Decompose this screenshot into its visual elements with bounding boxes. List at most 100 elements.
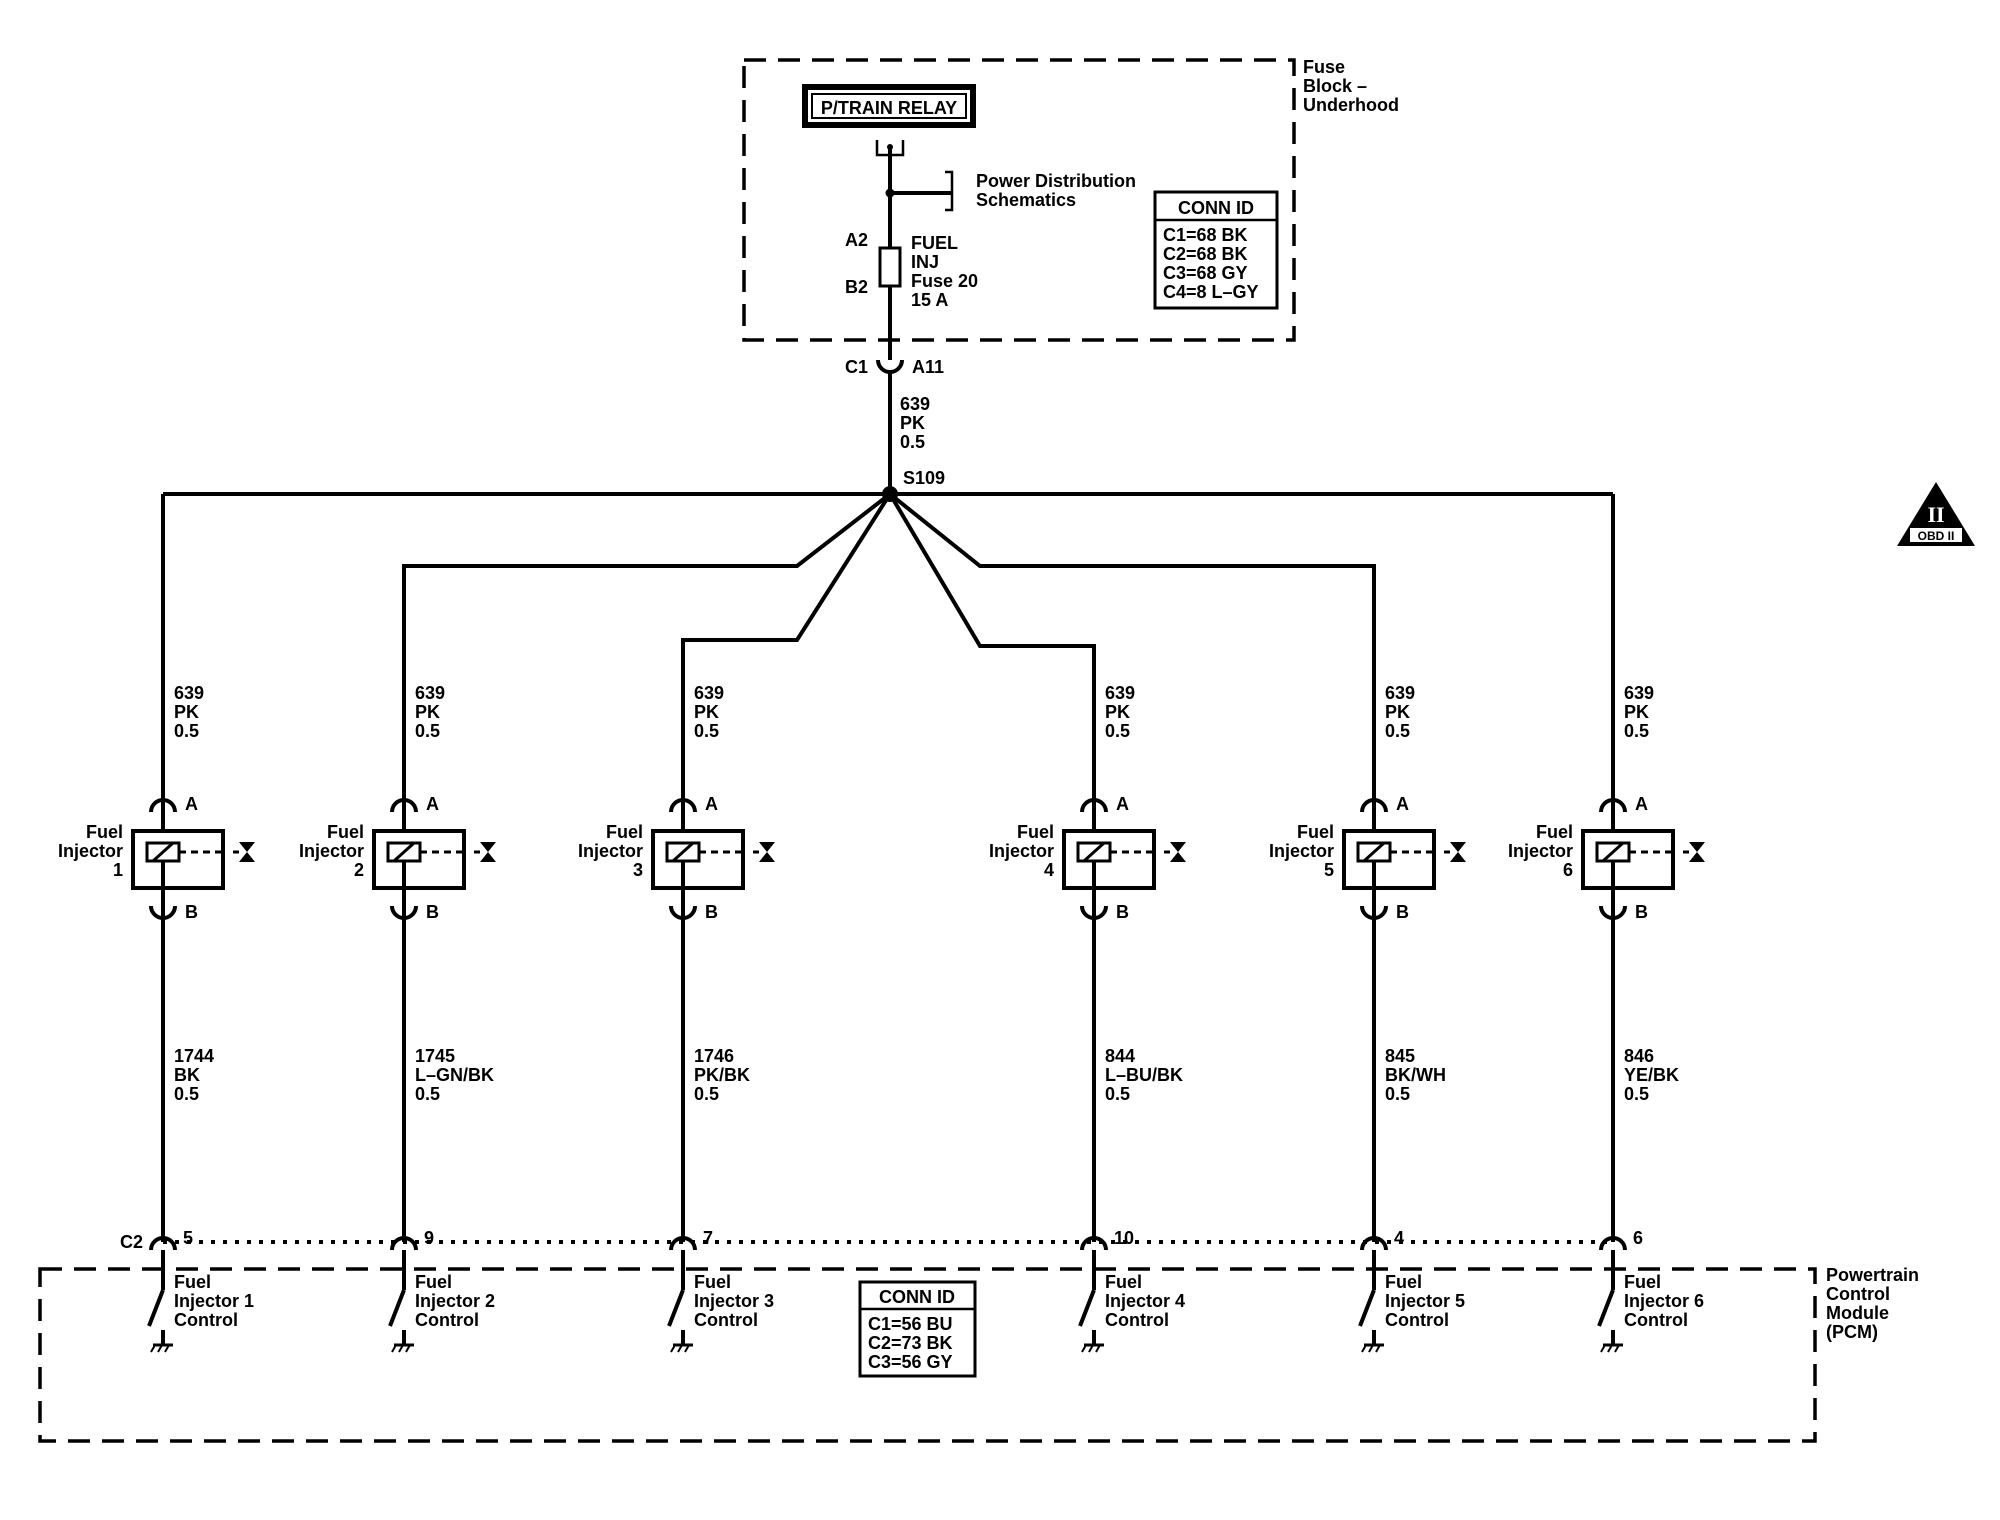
injector-3-control-size: 0.5 bbox=[694, 1084, 719, 1104]
injector-4-label-3: 4 bbox=[1044, 860, 1054, 880]
injector-3-pcm-label-2: Injector 3 bbox=[694, 1291, 774, 1311]
injector-6-driver-switch bbox=[1597, 1289, 1615, 1327]
injector-1-body bbox=[131, 829, 225, 890]
injector-4-feed-size: 0.5 bbox=[1105, 721, 1130, 741]
fuse-label-3: Fuse 20 bbox=[911, 271, 978, 291]
injector-1-pcm-pin: 5 bbox=[183, 1228, 193, 1248]
injector-6-label-1: Fuel bbox=[1536, 822, 1573, 842]
injector-6-pcm-label-3: Control bbox=[1624, 1310, 1688, 1330]
injector-2-pin-b: B bbox=[426, 902, 439, 922]
power-dist-line-2: Schematics bbox=[976, 190, 1076, 210]
injector-6: 639PK0.5AFuelInjector6B846YE/BK0.56FuelI… bbox=[1508, 683, 1705, 1353]
injector-1-control-size: 0.5 bbox=[174, 1084, 199, 1104]
injector-5-label-3: 5 bbox=[1324, 860, 1334, 880]
injector-3-pcm-pin: 7 bbox=[703, 1228, 713, 1248]
injector-3-feed-circuit: 639 bbox=[694, 683, 724, 703]
fuel-inj-fuse bbox=[878, 246, 902, 288]
fuse-conn-id-row-2: C2=68 BK bbox=[1163, 244, 1248, 264]
injector-6-label-2: Injector bbox=[1508, 841, 1573, 861]
injector-4-label-1: Fuel bbox=[1017, 822, 1054, 842]
injector-3-pin-a: A bbox=[705, 794, 718, 814]
main-wire-circuit: 639 bbox=[900, 394, 930, 414]
injector-4-control-color: L–BU/BK bbox=[1105, 1065, 1183, 1085]
main-wire-size: 0.5 bbox=[900, 432, 925, 452]
injector-6-pcm-label-1: Fuel bbox=[1624, 1272, 1661, 1292]
injector-6-control-circuit: 846 bbox=[1624, 1046, 1654, 1066]
injector-6-pin-a: A bbox=[1635, 794, 1648, 814]
injector-1-feed-color: PK bbox=[174, 702, 199, 722]
injector-1: 639PK0.5AFuelInjector1B1744BK0.55FuelInj… bbox=[58, 683, 255, 1353]
fuse-block-name-3: Underhood bbox=[1303, 95, 1399, 115]
injector-5-feed-color: PK bbox=[1385, 702, 1410, 722]
injector-2-control-size: 0.5 bbox=[415, 1084, 440, 1104]
injector-3-label-1: Fuel bbox=[606, 822, 643, 842]
injector-5-feed-size: 0.5 bbox=[1385, 721, 1410, 741]
injector-2-pcm-connector bbox=[390, 1236, 418, 1251]
injector-1-label-2: Injector bbox=[58, 841, 123, 861]
fuse-conn-id-row-3: C3=68 GY bbox=[1163, 263, 1248, 283]
splice-label: S109 bbox=[903, 468, 945, 488]
injector-4-control-circuit: 844 bbox=[1105, 1046, 1135, 1066]
injector-3-label-2: Injector bbox=[578, 841, 643, 861]
fuse-pin-b2: B2 bbox=[845, 277, 868, 297]
injector-4-driver-switch bbox=[1078, 1289, 1096, 1327]
injector-5-body bbox=[1342, 829, 1436, 890]
injector-2-control-circuit: 1745 bbox=[415, 1046, 455, 1066]
injector-5-pcm-pin: 4 bbox=[1394, 1228, 1404, 1248]
power-dist-bracket bbox=[945, 170, 954, 212]
injector-1-pcm-label-2: Injector 1 bbox=[174, 1291, 254, 1311]
injector-2-pcm-label-2: Injector 2 bbox=[415, 1291, 495, 1311]
injector-2: 639PK0.5AFuelInjector2B1745L–GN/BK0.59Fu… bbox=[299, 683, 496, 1353]
injector-4-valve-icon bbox=[1170, 842, 1186, 852]
injector-1-pcm-label-1: Fuel bbox=[174, 1272, 211, 1292]
injector-2-label-1: Fuel bbox=[327, 822, 364, 842]
injector-2-control-color: L–GN/BK bbox=[415, 1065, 494, 1085]
injector-6-control-size: 0.5 bbox=[1624, 1084, 1649, 1104]
injector-6-feed-size: 0.5 bbox=[1624, 721, 1649, 741]
injector-4-pcm-pin: 10 bbox=[1114, 1228, 1134, 1248]
pcm-conn-id-title: CONN ID bbox=[879, 1287, 955, 1307]
injector-3-pcm-connector bbox=[669, 1236, 697, 1251]
injector-3-pcm-label-3: Control bbox=[694, 1310, 758, 1330]
injector-6-feed-circuit: 639 bbox=[1624, 683, 1654, 703]
pcm-conn-id-row-1: C1=56 BU bbox=[868, 1314, 953, 1334]
injector-6-pcm-connector bbox=[1599, 1236, 1627, 1251]
pcm-conn-id: CONN ID C1=56 BU C2=73 BK C3=56 GY bbox=[858, 1280, 977, 1378]
injector-6-valve-icon bbox=[1689, 842, 1705, 852]
injector-5-pin-b: B bbox=[1396, 902, 1409, 922]
injector-5-label-2: Injector bbox=[1269, 841, 1334, 861]
injector-2-pcm-label-3: Control bbox=[415, 1310, 479, 1330]
injector-6-body bbox=[1581, 829, 1675, 890]
splice-s109-dot bbox=[882, 486, 898, 502]
injector-1-pcm-connector bbox=[149, 1236, 177, 1251]
ptrain-relay: P/TRAIN RELAY bbox=[802, 84, 976, 128]
injector-3-label-3: 3 bbox=[633, 860, 643, 880]
fuse-block-name-2: Block – bbox=[1303, 76, 1367, 96]
c1-connector-label: C1 bbox=[845, 357, 868, 377]
injector-2-driver-switch bbox=[388, 1289, 406, 1327]
injector-2-feed-color: PK bbox=[415, 702, 440, 722]
injector-5-pcm-label-1: Fuel bbox=[1385, 1272, 1422, 1292]
injector-5-feed-circuit: 639 bbox=[1385, 683, 1415, 703]
obd-badge-bottom: OBD II bbox=[1918, 529, 1955, 543]
injector-3-control-color: PK/BK bbox=[694, 1065, 750, 1085]
injector-4-pcm-connector bbox=[1080, 1236, 1108, 1251]
injector-1-control-color: BK bbox=[174, 1065, 200, 1085]
pcm-outline bbox=[38, 1267, 1817, 1443]
injector-2-label-3: 2 bbox=[354, 860, 364, 880]
injector-4-label-2: Injector bbox=[989, 841, 1054, 861]
injector-6-pin-b: B bbox=[1635, 902, 1648, 922]
injector-3-control-circuit: 1746 bbox=[694, 1046, 734, 1066]
injector-4-pcm-label-1: Fuel bbox=[1105, 1272, 1142, 1292]
injector-1-valve-icon bbox=[239, 842, 255, 852]
injector-4: 639PK0.5AFuelInjector4B844L–BU/BK0.510Fu… bbox=[989, 683, 1186, 1353]
injector-2-body bbox=[372, 829, 466, 890]
injector-1-feed-size: 0.5 bbox=[174, 721, 199, 741]
injector-5-control-circuit: 845 bbox=[1385, 1046, 1415, 1066]
injector-1-pin-a: A bbox=[185, 794, 198, 814]
fuse-label-2: INJ bbox=[911, 252, 939, 272]
injector-1-driver-switch bbox=[147, 1289, 165, 1327]
injector-4-control-size: 0.5 bbox=[1105, 1084, 1130, 1104]
injector-3-pin-b: B bbox=[705, 902, 718, 922]
